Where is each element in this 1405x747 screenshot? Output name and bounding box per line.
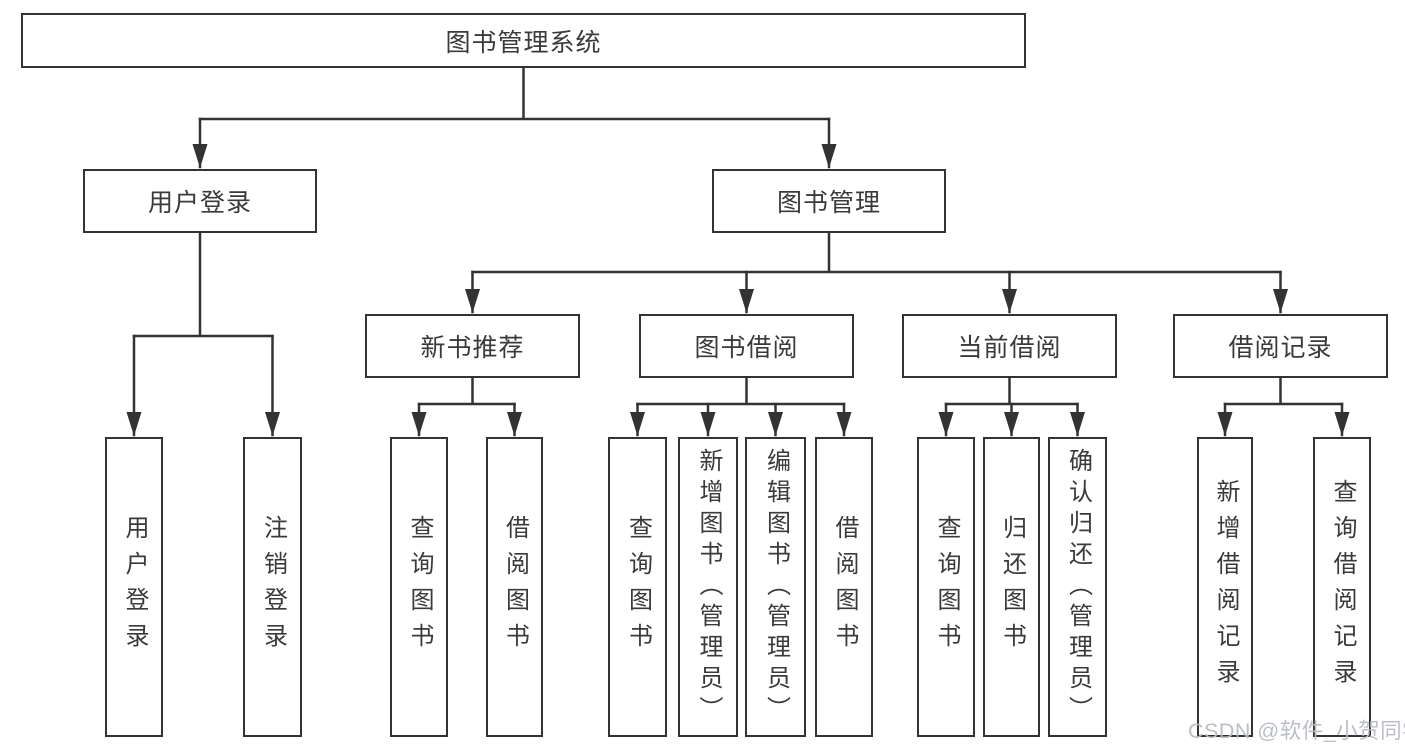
node-label: 新书推荐 <box>420 334 525 362</box>
node-current-borrowing: 当前借阅 <box>902 314 1117 378</box>
leaf-borrowing-add-book-admin: 新增图书（管理员） <box>678 437 738 737</box>
leaf-logout: 注销登录 <box>243 437 302 737</box>
node-new-book-recommendation: 新书推荐 <box>365 314 580 378</box>
node-label: 查询图书 <box>406 515 433 659</box>
node-root-library-management-system: 图书管理系统 <box>21 13 1026 68</box>
node-book-management: 图书管理 <box>712 169 946 233</box>
node-label: 归还图书 <box>998 515 1026 659</box>
leaf-borrowing-borrow-books: 借阅图书 <box>815 437 873 737</box>
node-label: 图书借阅 <box>694 334 799 362</box>
node-label: 查询借阅记录 <box>1329 479 1356 695</box>
node-label: 借阅图书 <box>501 515 529 659</box>
node-label: 借阅记录 <box>1228 334 1333 362</box>
leaf-borrowing-edit-book-admin: 编辑图书（管理员） <box>745 437 806 737</box>
leaf-current-return-books: 归还图书 <box>983 437 1040 737</box>
node-label: 新增图书（管理员） <box>695 447 722 727</box>
node-label: 注销登录 <box>259 515 287 659</box>
node-label: 图书管理系统 <box>445 28 602 57</box>
node-label: 新增借阅记录 <box>1212 479 1239 695</box>
node-label: 当前借阅 <box>957 334 1062 362</box>
node-label: 编辑图书（管理员） <box>762 447 790 727</box>
node-label: 确认归还（管理员） <box>1064 447 1092 727</box>
leaf-recommend-query-books: 查询图书 <box>390 437 448 737</box>
leaf-recommend-borrow-books: 借阅图书 <box>486 437 543 737</box>
node-book-borrowing: 图书借阅 <box>639 314 854 378</box>
node-label: 查询图书 <box>933 515 960 659</box>
leaf-records-add-borrow-record: 新增借阅记录 <box>1197 437 1253 737</box>
leaf-current-confirm-return-admin: 确认归还（管理员） <box>1048 437 1107 737</box>
node-label: 用户登录 <box>121 515 148 659</box>
node-label: 查询图书 <box>624 515 652 659</box>
node-borrowing-records: 借阅记录 <box>1173 314 1388 378</box>
leaf-records-query-borrow-record: 查询借阅记录 <box>1313 437 1371 737</box>
leaf-user-login: 用户登录 <box>105 437 163 737</box>
node-label: 用户登录 <box>147 189 252 217</box>
node-label: 图书管理 <box>776 189 881 217</box>
leaf-borrowing-query-books: 查询图书 <box>608 437 667 737</box>
csdn-watermark: CSDN @软件_小贺同学 <box>1188 719 1405 743</box>
node-user-login: 用户登录 <box>83 169 317 233</box>
leaf-current-query-books: 查询图书 <box>917 437 975 737</box>
node-label: 借阅图书 <box>831 515 858 659</box>
